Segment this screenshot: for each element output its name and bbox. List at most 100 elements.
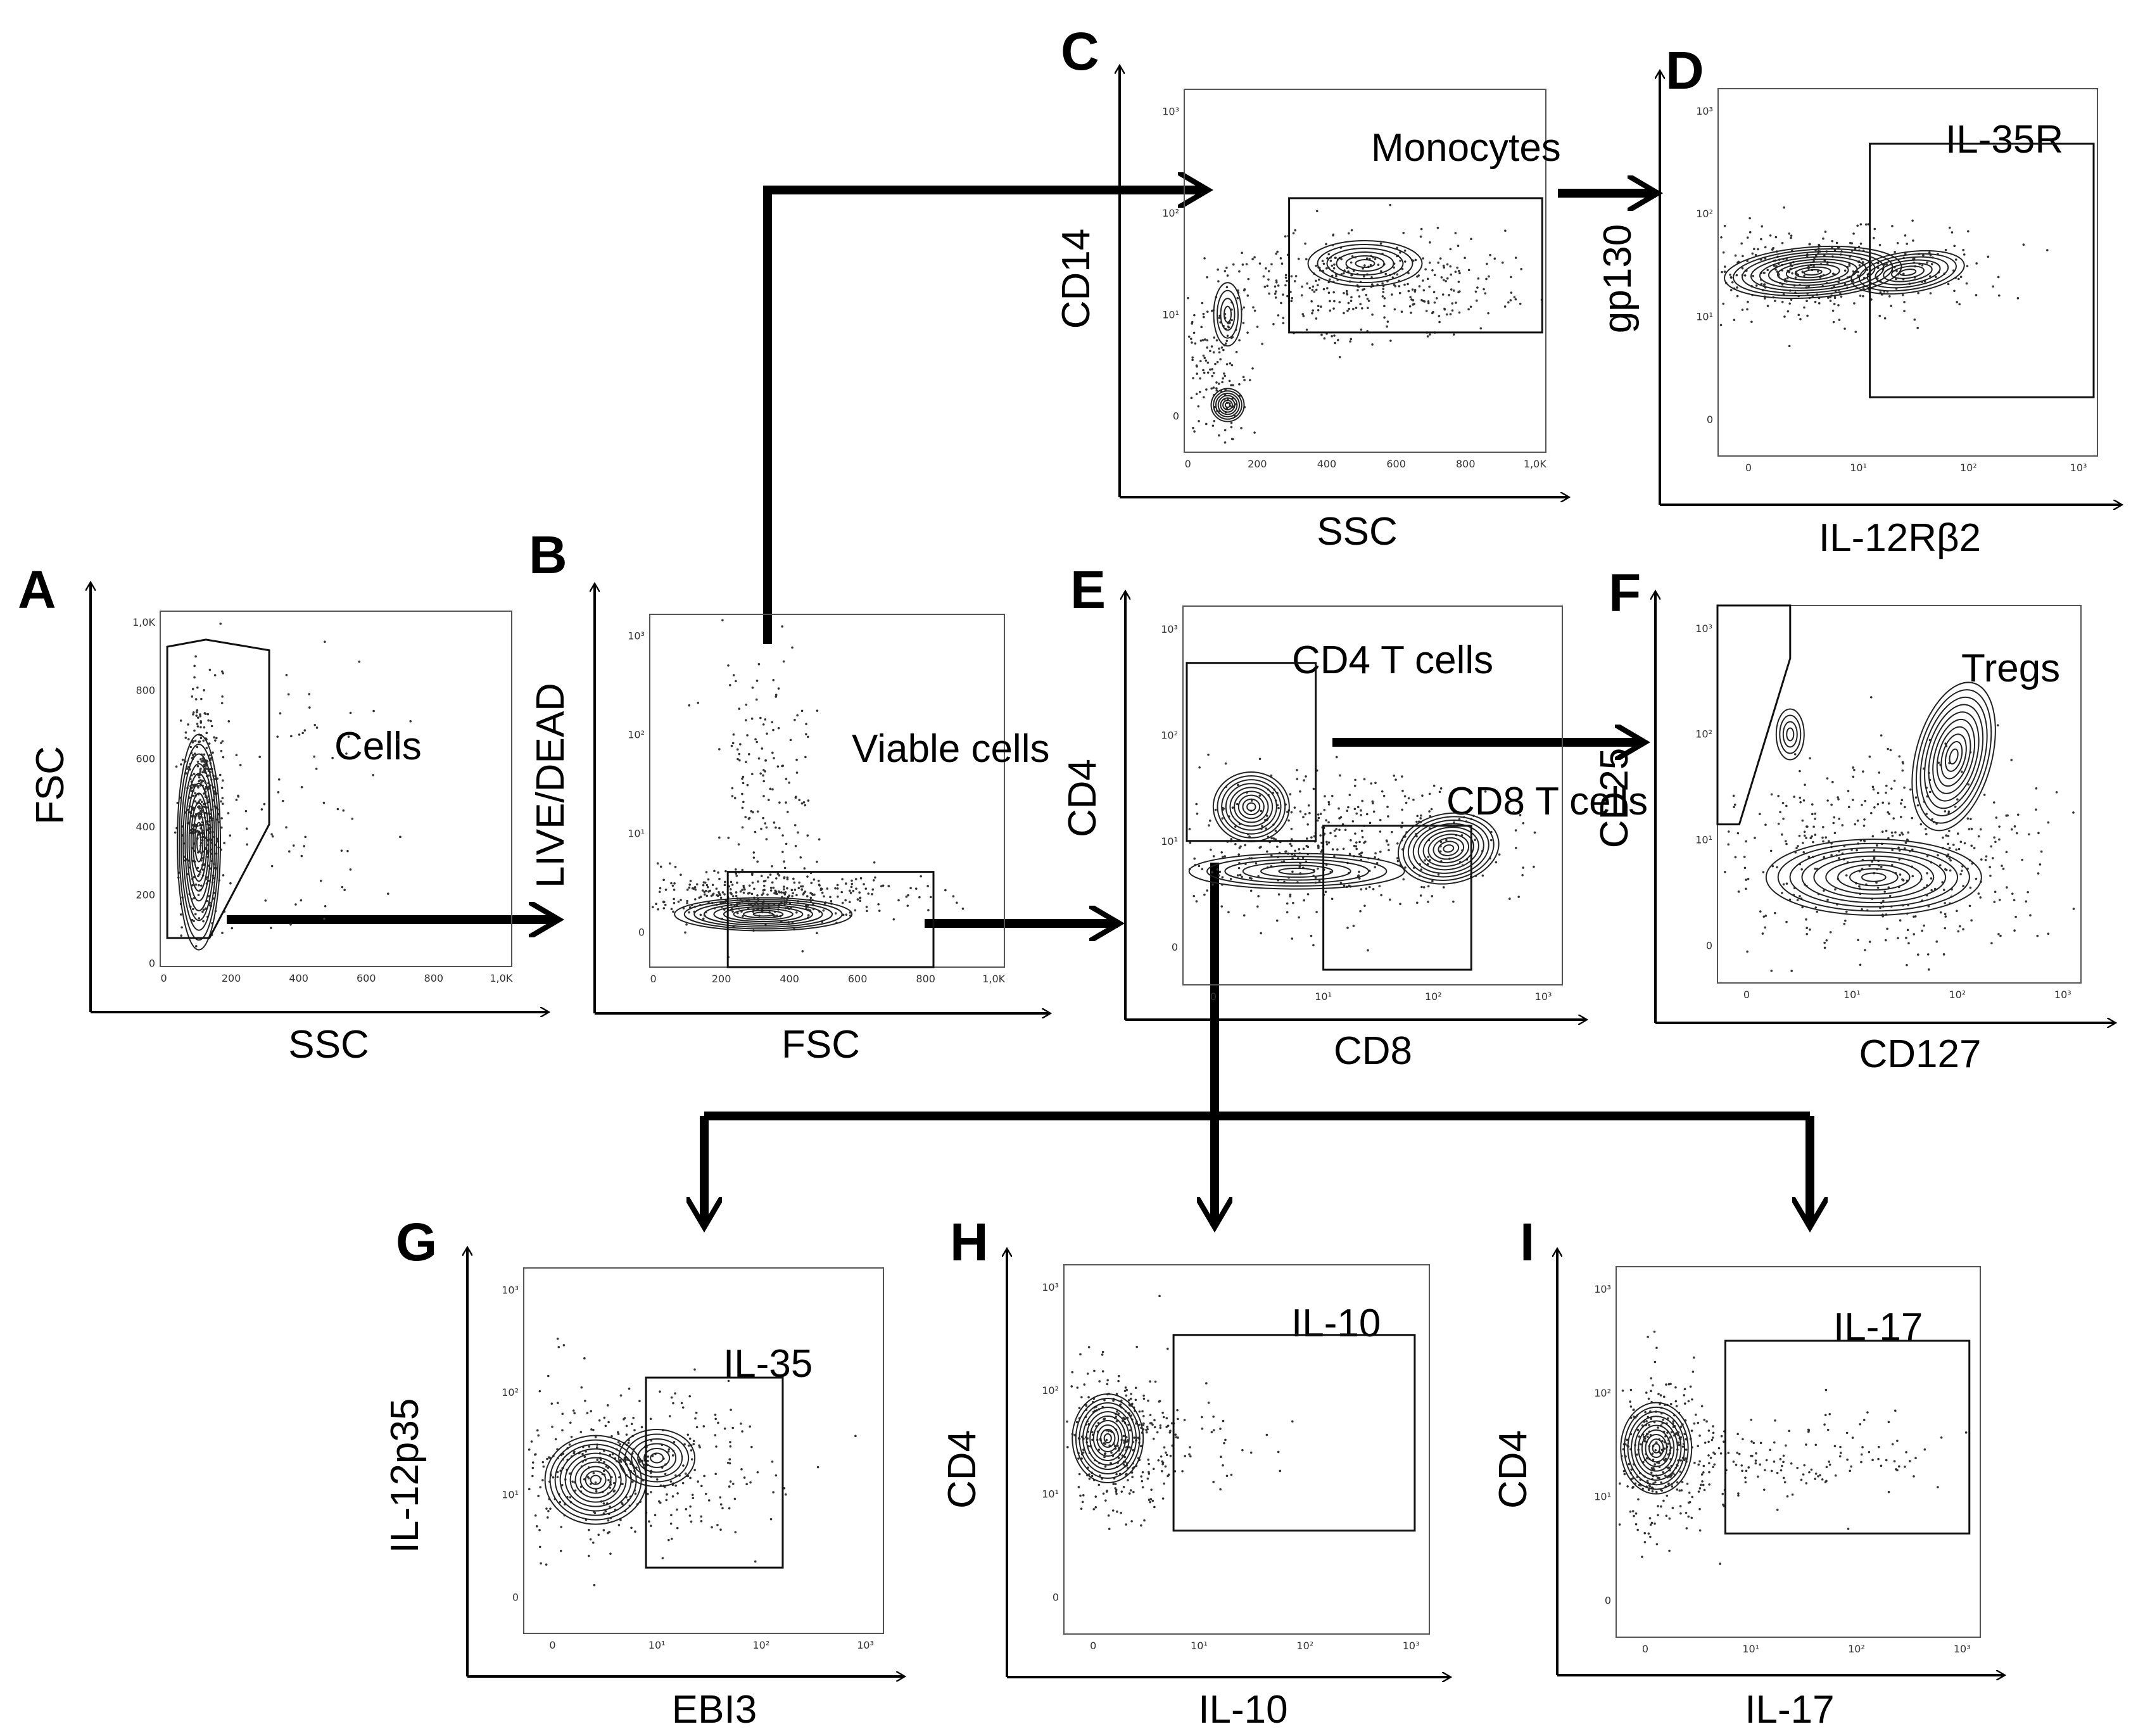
viable-cells-gate [726,871,935,968]
population-event [762,816,764,820]
population-event [1766,305,1769,307]
population-event [692,887,695,890]
population-event [2072,811,2075,814]
population-event [1740,1464,1743,1467]
population-event [1105,1438,1108,1441]
population-event [1115,1420,1118,1422]
population-event [1161,1460,1164,1463]
il-35r-gate [1869,143,2095,398]
population-event [1930,263,1933,265]
population-event [1225,363,1229,365]
population-event [1131,1476,1134,1478]
population-event [807,735,809,738]
population-event [1348,307,1351,310]
population-event [1887,1421,1890,1424]
population-event [1324,795,1326,798]
population-event [1203,396,1205,398]
population-event [647,1459,649,1462]
population-event [1355,841,1358,844]
population-event [1645,1391,1648,1394]
population-event [1265,267,1267,270]
population-event [794,824,797,827]
population-event [1782,817,1785,820]
population-event [1901,293,1904,296]
population-event [1737,1492,1740,1495]
population-event [1717,1447,1721,1450]
population-contour [1234,790,1269,823]
population-event [1852,766,1854,769]
population-event [927,909,930,911]
population-event [1082,1451,1085,1454]
population-event [1334,835,1337,837]
population-event [1115,1492,1118,1495]
population-event [1769,849,1773,852]
population-event [1800,868,1803,871]
population-event [196,745,199,749]
population-event [197,875,199,878]
population-event [229,834,232,837]
population-event [1363,778,1366,781]
population-event [685,923,688,926]
population-event [1895,1468,1897,1471]
population-event [1956,832,1959,835]
population-event [1817,1475,1819,1478]
population-event [1424,859,1426,862]
population-event [1199,377,1201,380]
population-event [1353,808,1356,811]
population-contour [177,733,222,951]
population-event [728,1458,731,1460]
population-event [1832,320,1835,324]
population-event [1973,847,1976,849]
population-event [1736,1452,1739,1454]
population-event [1317,867,1319,870]
population-event [237,794,239,797]
population-contour [1801,851,1947,904]
population-event [1147,1458,1150,1461]
population-event [1780,1469,1783,1472]
population-event [1837,246,1840,249]
population-contour [1849,868,1899,887]
population-event [593,1583,596,1587]
population-event [1522,821,1525,825]
population-event [1379,242,1382,245]
population-event [550,1402,553,1405]
population-event [1412,303,1414,306]
x-tick-label: 0 [650,973,657,985]
population-event [1690,1429,1693,1432]
population-event [1268,292,1270,295]
population-event [1746,308,1748,311]
population-event [1723,265,1726,268]
population-event [1433,301,1436,304]
population-event [196,785,199,788]
population-event [542,1465,545,1468]
population-event [1770,793,1773,796]
gating-flow-arrows [227,190,1810,1226]
population-event [756,740,759,744]
population-event [597,1533,600,1536]
population-event [1451,309,1454,312]
population-event [1827,840,1830,842]
population-event [1809,837,1812,840]
population-event [552,1476,555,1479]
population-event [191,741,194,744]
population-event [535,1525,538,1528]
population-contour [650,1452,664,1464]
population-event [1101,1370,1104,1373]
population-event [1230,384,1232,387]
population-event [1371,313,1374,316]
population-event [1426,277,1429,281]
population-event [1141,1486,1144,1489]
population-event [769,889,773,892]
population-event [1674,1400,1678,1403]
population-event [1668,1549,1671,1552]
population-event [731,884,734,886]
y-axis-label: CD4 [1491,1430,1535,1509]
population-event [1317,845,1320,848]
population-event [1638,1435,1641,1438]
x-tick-label: 10³ [2054,989,2071,1001]
population-event [1935,276,1937,279]
population-event [844,899,847,902]
population-event [1905,1451,1907,1454]
il-10-gate [1172,1334,1416,1532]
